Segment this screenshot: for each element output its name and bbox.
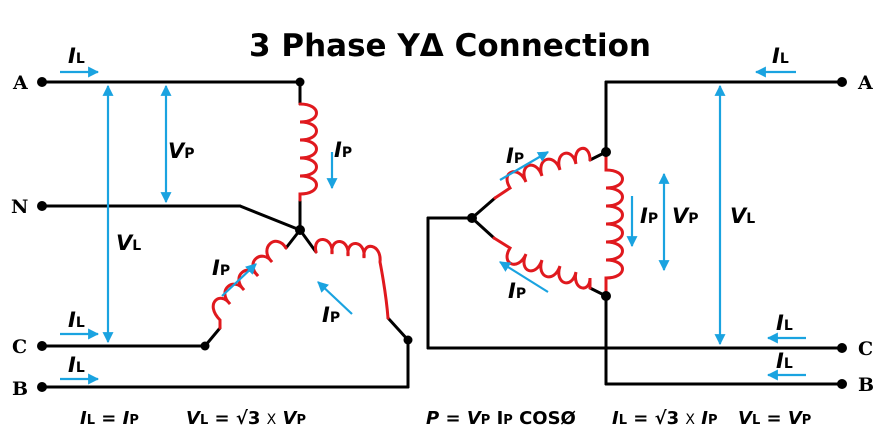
delta-left-stub-top — [470, 196, 497, 220]
delta-junction-top — [601, 147, 611, 157]
label-vp-right: VP — [672, 204, 699, 228]
label-ip-coil-b: IP — [322, 303, 340, 327]
label-il-a-right: IL — [772, 44, 789, 68]
label-il-c-right: IL — [776, 311, 793, 335]
label-il-b-right: IL — [776, 349, 793, 373]
delta-junction-left — [467, 213, 477, 223]
formula-delta-voltage: VL = VP — [738, 408, 811, 429]
formula-power: P = VP IP COSØ — [426, 408, 576, 429]
label-ip-delta-top: IP — [506, 144, 524, 168]
terminal-a-left — [37, 77, 47, 87]
formula-star-voltage: VL = √3 X VP — [186, 408, 306, 429]
formula-delta-current: IL = √3 X IP — [612, 408, 718, 429]
delta-wires — [426, 80, 844, 386]
terminal-c-right — [837, 343, 847, 353]
label-vp-left: VP — [168, 139, 195, 163]
terminal-label-a-left: A — [12, 72, 28, 94]
star-b-lead-lower — [386, 316, 410, 342]
terminal-label-n-left: N — [11, 196, 28, 218]
phase-current-arrow-coil-c — [221, 263, 257, 297]
label-il-c-left: IL — [68, 308, 85, 332]
star-wires — [40, 80, 410, 389]
label-ip-delta-bottom: IP — [508, 279, 526, 303]
star-junction-b — [403, 335, 413, 345]
phase-current-arrow-delta-bottom — [499, 261, 549, 293]
page-title: 3 Phase YΔ Connection — [249, 28, 651, 64]
terminal-b-left — [37, 382, 47, 392]
star-neutral-point — [295, 225, 305, 235]
terminal-label-c-right: C — [858, 338, 873, 360]
delta-junction-bottom — [601, 291, 611, 301]
terminal-label-b-left: B — [12, 378, 28, 400]
terminal-label-a-right: A — [857, 72, 873, 94]
delta-coil-bottom — [492, 236, 592, 290]
star-coil-a — [298, 102, 318, 202]
neutral-link — [238, 204, 302, 232]
label-ip-coil-c: IP — [212, 256, 230, 280]
terminal-c-left — [37, 341, 47, 351]
terminal-label-b-right: B — [858, 374, 874, 396]
label-il-b-left: IL — [68, 353, 85, 377]
label-vl-left: VL — [116, 231, 141, 255]
delta-coil-right — [604, 150, 624, 298]
label-ip-delta-right: IP — [640, 204, 658, 228]
formula-star-current: IL = IP — [80, 408, 139, 429]
terminal-n-left — [37, 201, 47, 211]
star-junction-c — [200, 341, 210, 351]
phase-current-arrow-coil-b — [317, 281, 353, 315]
star-coil-c — [211, 239, 288, 330]
terminal-label-c-left: C — [12, 336, 27, 358]
label-ip-coil-a: IP — [334, 138, 352, 162]
label-il-a-left: IL — [68, 44, 85, 68]
phase-current-arrow-delta-top — [499, 151, 549, 181]
star-junction-a — [295, 77, 305, 87]
terminal-a-right — [837, 77, 847, 87]
star-coil-b — [314, 238, 390, 320]
terminal-b-right — [837, 379, 847, 389]
label-vl-right: VL — [730, 204, 755, 228]
